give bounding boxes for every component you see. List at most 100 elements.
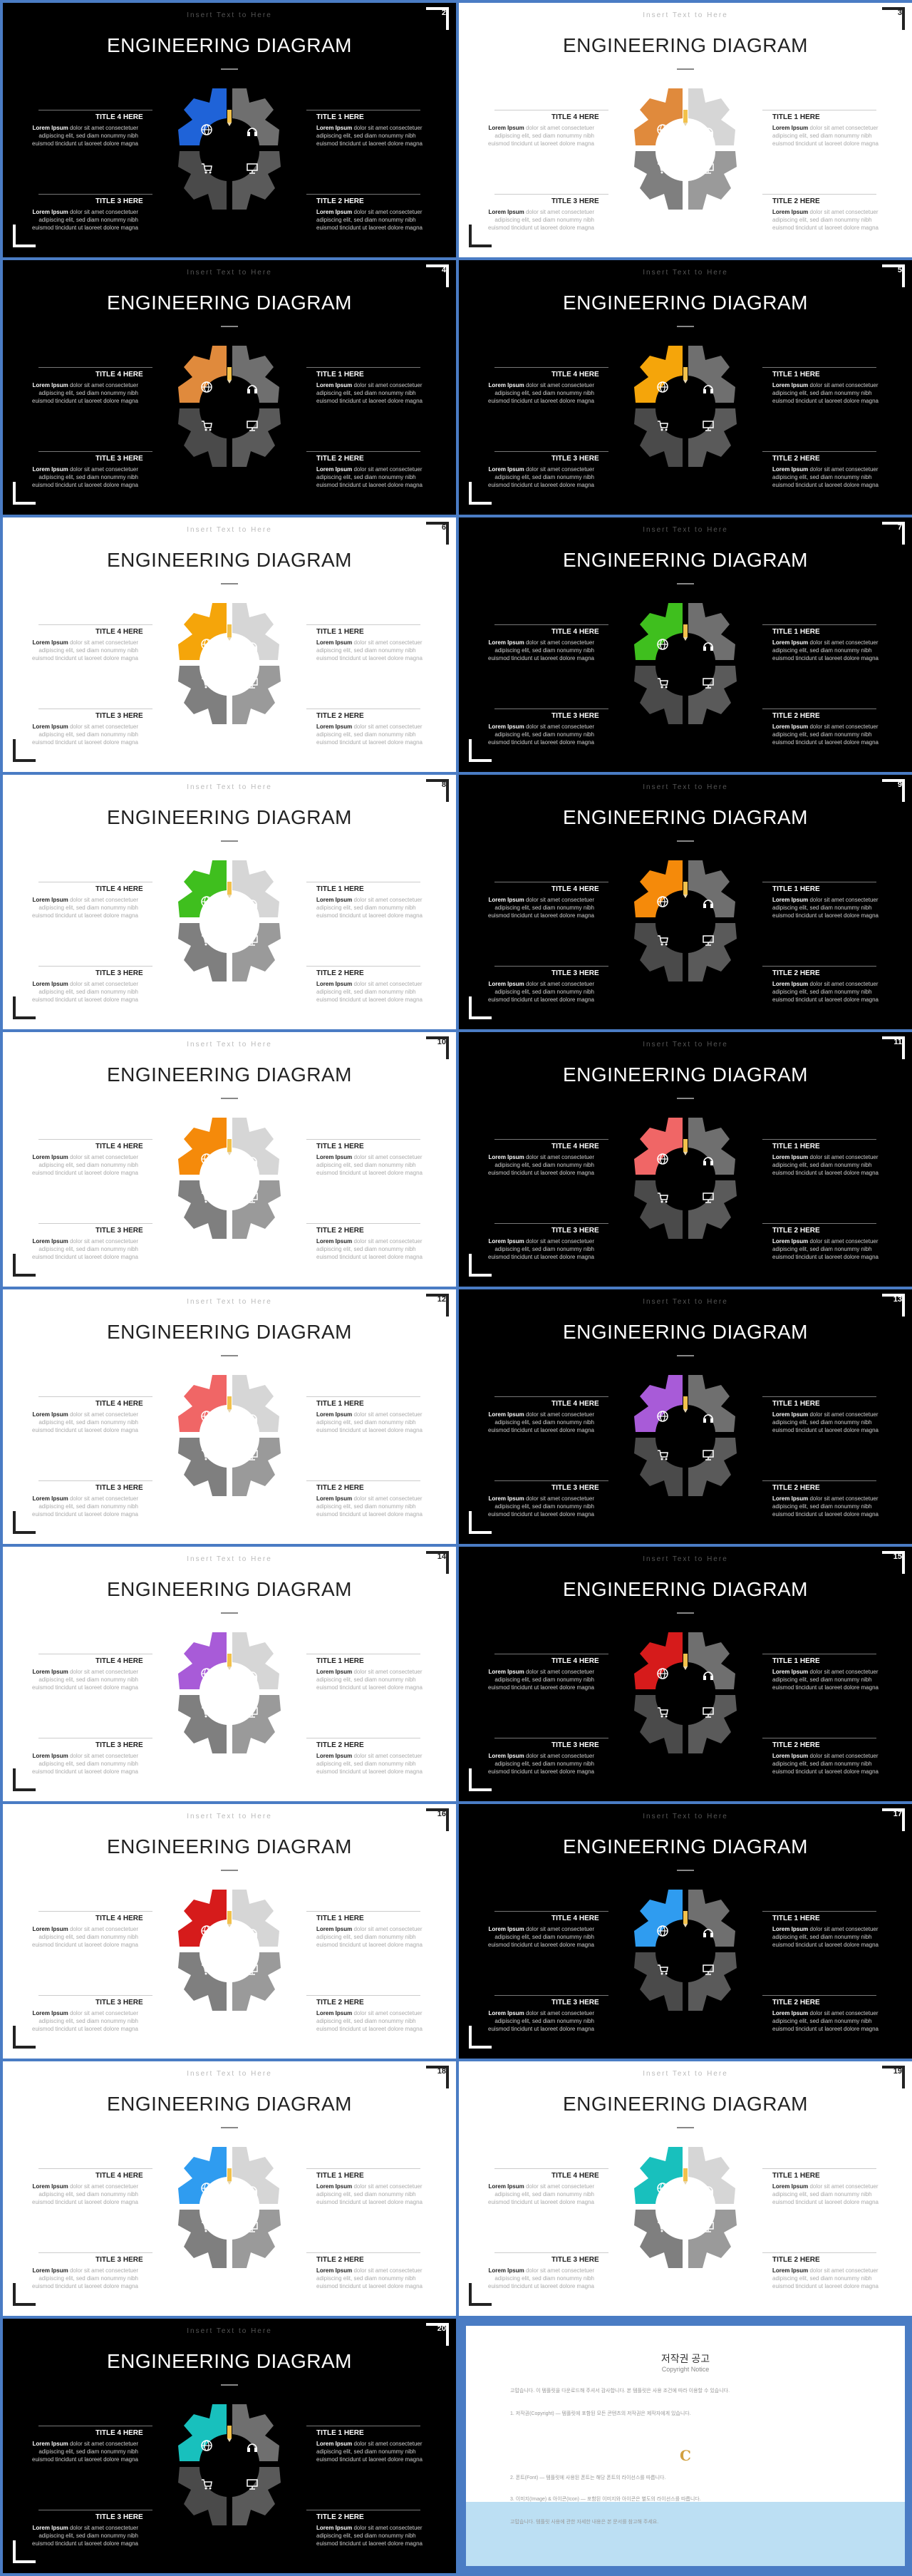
- headphones-icon: [703, 128, 713, 136]
- title-2-label: TITLE 2 HERE: [316, 2513, 364, 2521]
- slide-20[interactable]: Insert Text to Here 20 ENGINEERING DIAGR…: [3, 2319, 456, 2573]
- corner-mark-top-right: [882, 2066, 905, 2088]
- slide-11[interactable]: Insert Text to Here 11 ENGINEERING DIAGR…: [459, 1032, 912, 1287]
- gear-quadrant-accent-top-left: [634, 1890, 683, 1947]
- description-4: Lorem Ipsum dolor sit amet consectetuer …: [480, 1925, 594, 1949]
- description-lead: Lorem Ipsum: [32, 1238, 68, 1245]
- title-1-label: TITLE 1 HERE: [772, 2172, 820, 2180]
- insert-text: Insert Text to Here: [187, 11, 272, 19]
- description-lead: Lorem Ipsum: [488, 723, 524, 730]
- slide-12[interactable]: Insert Text to Here 12 ENGINEERING DIAGR…: [3, 1289, 456, 1544]
- title-1-label: TITLE 1 HERE: [316, 371, 364, 378]
- description-lead: Lorem Ipsum: [772, 2267, 809, 2274]
- description-text: dolor sit amet consectetuer adipiscing e…: [32, 125, 138, 147]
- gear-quadrant-gray-bottom-right: [232, 923, 281, 982]
- slide-8[interactable]: Insert Text to Here 8 ENGINEERING DIAGRA…: [3, 775, 456, 1029]
- cart-icon: [658, 1192, 668, 1203]
- description-lead: Lorem Ipsum: [488, 382, 524, 388]
- connector-line-2: [306, 451, 420, 452]
- gear-quadrant-gray-bottom-right: [688, 1438, 737, 1496]
- description-text: dolor sit amet consectetuer adipiscing e…: [488, 1753, 594, 1775]
- slide-7[interactable]: Insert Text to Here 7 ENGINEERING DIAGRA…: [459, 517, 912, 772]
- slide-3[interactable]: Insert Text to Here 3 ENGINEERING DIAGRA…: [459, 3, 912, 257]
- gear-hub: [664, 2185, 707, 2228]
- description-text: dolor sit amet consectetuer adipiscing e…: [32, 2267, 138, 2289]
- description-text: dolor sit amet consectetuer adipiscing e…: [488, 639, 594, 661]
- description-lead: Lorem Ipsum: [316, 1669, 353, 1675]
- slide-5[interactable]: Insert Text to Here 5 ENGINEERING DIAGRA…: [459, 260, 912, 515]
- title-3-label: TITLE 3 HERE: [551, 1741, 599, 1749]
- gear-quadrant-gray-bottom-left: [634, 1180, 683, 1239]
- slide-17[interactable]: Insert Text to Here 17 ENGINEERING DIAGR…: [459, 1804, 912, 2059]
- headphones-icon: [247, 642, 257, 651]
- slide-16[interactable]: Insert Text to Here 16 ENGINEERING DIAGR…: [3, 1804, 456, 2059]
- title-2-label: TITLE 2 HERE: [772, 712, 820, 720]
- description-lead: Lorem Ipsum: [772, 125, 809, 131]
- description-text: dolor sit amet consectetuer adipiscing e…: [772, 639, 879, 661]
- slide-4[interactable]: Insert Text to Here 4 ENGINEERING DIAGRA…: [3, 260, 456, 515]
- monitor-icon: [703, 678, 714, 689]
- connector-line-4: [38, 624, 152, 625]
- slide-number: 13: [893, 1295, 902, 1304]
- description-4: Lorem Ipsum dolor sit amet consectetuer …: [480, 896, 594, 919]
- title-rule: [221, 2384, 238, 2386]
- title-3-label: TITLE 3 HERE: [95, 1999, 143, 2006]
- headphones-icon: [247, 1671, 257, 1680]
- description-lead: Lorem Ipsum: [772, 1669, 809, 1675]
- gear-quadrant-gray-bottom-left: [178, 408, 227, 467]
- connector-line-2: [306, 1995, 420, 1996]
- cart-icon: [658, 163, 668, 174]
- gear-hub: [664, 384, 707, 427]
- connector-line-3: [494, 451, 608, 452]
- monitor-icon: [247, 935, 258, 946]
- slide-13[interactable]: Insert Text to Here 13 ENGINEERING DIAGR…: [459, 1289, 912, 1544]
- description-text: dolor sit amet consectetuer adipiscing e…: [772, 1238, 879, 1260]
- slide-10[interactable]: Insert Text to Here 10 ENGINEERING DIAGR…: [3, 1032, 456, 1287]
- connector-line-4: [494, 1139, 608, 1140]
- slide-number: 16: [437, 1810, 446, 1818]
- description-4: Lorem Ipsum dolor sit amet consectetuer …: [24, 2183, 138, 2206]
- corner-mark-bottom-left: [13, 2540, 36, 2563]
- insert-text: Insert Text to Here: [643, 11, 728, 19]
- description-2: Lorem Ipsum dolor sit amet consectetuer …: [772, 2009, 886, 2033]
- description-text: dolor sit amet consectetuer adipiscing e…: [772, 209, 879, 231]
- description-1: Lorem Ipsum dolor sit amet consectetuer …: [316, 1925, 430, 1949]
- cart-icon: [658, 678, 668, 689]
- description-1: Lorem Ipsum dolor sit amet consectetuer …: [772, 1668, 886, 1691]
- description-text: dolor sit amet consectetuer adipiscing e…: [488, 2183, 594, 2205]
- description-lead: Lorem Ipsum: [772, 723, 809, 730]
- slide-19[interactable]: Insert Text to Here 19 ENGINEERING DIAGR…: [459, 2061, 912, 2316]
- title-4-label: TITLE 4 HERE: [95, 1657, 143, 1665]
- gear-quadrant-gray-top-right: [688, 346, 735, 403]
- description-text: dolor sit amet consectetuer adipiscing e…: [32, 1669, 138, 1691]
- description-lead: Lorem Ipsum: [772, 1495, 809, 1502]
- gear-diagram: [178, 1890, 281, 2011]
- slide-14[interactable]: Insert Text to Here 14 ENGINEERING DIAGR…: [3, 1547, 456, 1801]
- gear-quadrant-accent-top-left: [634, 88, 683, 145]
- pencil-icon: [227, 882, 232, 898]
- description-4: Lorem Ipsum dolor sit amet consectetuer …: [24, 1153, 138, 1177]
- slide-9[interactable]: Insert Text to Here 9 ENGINEERING DIAGRA…: [459, 775, 912, 1029]
- slide-number: 4: [441, 266, 446, 274]
- globe-icon: [657, 124, 668, 135]
- description-2: Lorem Ipsum dolor sit amet consectetuer …: [772, 1495, 886, 1518]
- cart-icon: [202, 2222, 212, 2232]
- globe-icon: [657, 1925, 668, 1937]
- description-text: dolor sit amet consectetuer adipiscing e…: [772, 1669, 879, 1691]
- description-text: dolor sit amet consectetuer adipiscing e…: [488, 2010, 594, 2032]
- slide-15[interactable]: Insert Text to Here 15 ENGINEERING DIAGR…: [459, 1547, 912, 1801]
- title-2-label: TITLE 2 HERE: [772, 1227, 820, 1235]
- insert-text: Insert Text to Here: [643, 1298, 728, 1306]
- description-text: dolor sit amet consectetuer adipiscing e…: [772, 382, 879, 404]
- notice-subtitle: Copyright Notice: [661, 2366, 710, 2373]
- description-lead: Lorem Ipsum: [316, 1411, 353, 1418]
- gear-hub: [664, 642, 707, 684]
- slide-2[interactable]: Insert Text to Here 2 ENGINEERING DIAGRA…: [3, 3, 456, 257]
- title-4-label: TITLE 4 HERE: [95, 1143, 143, 1150]
- slide-6[interactable]: Insert Text to Here 6 ENGINEERING DIAGRA…: [3, 517, 456, 772]
- slide-18[interactable]: Insert Text to Here 18 ENGINEERING DIAGR…: [3, 2061, 456, 2316]
- cart-icon: [202, 1192, 212, 1203]
- description-4: Lorem Ipsum dolor sit amet consectetuer …: [24, 1411, 138, 1434]
- description-text: dolor sit amet consectetuer adipiscing e…: [488, 1411, 594, 1433]
- description-lead: Lorem Ipsum: [316, 1154, 353, 1160]
